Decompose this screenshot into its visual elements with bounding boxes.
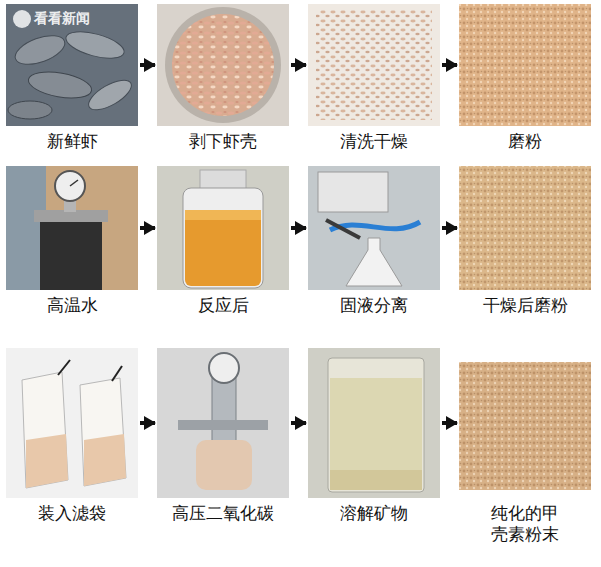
photo-detail [11,30,68,70]
process-step: 装入滤袋 [6,348,138,526]
photo-detail [172,14,274,116]
photo-detail [326,220,360,238]
photo-detail [459,166,591,290]
step-caption: 高温水 [6,295,138,316]
photo-detail [346,238,402,286]
powder-photo [459,4,591,126]
flow-arrow [291,226,306,230]
process-step: 清洗干燥 [308,4,440,154]
pressure-vessel-photo [157,348,289,498]
watermark: 看看新闻 [34,10,90,27]
process-step: 反应后 [157,166,289,318]
photo-detail [157,4,289,126]
photo-detail [330,378,422,490]
process-step: 纯化的甲壳素粉末 [459,348,591,548]
step-caption: 干燥后磨粉 [459,295,591,316]
photo-detail [328,358,424,492]
photo-detail [308,166,440,290]
flow-arrow [442,63,457,67]
photo-detail [63,27,127,64]
photo-detail [459,362,591,490]
flow-arrow [291,63,306,67]
shell-bowl-photo [157,4,289,126]
powder-photo [459,362,591,490]
process-step: 高压二氧化碳 [157,348,289,526]
photo-detail [459,166,591,290]
step-caption: 装入滤袋 [6,503,138,524]
photo-detail [185,210,261,286]
process-step: 剥下虾壳 [157,4,289,154]
photo-detail [6,4,138,126]
photo-detail [330,470,422,490]
process-step: 干燥后磨粉 [459,166,591,318]
photo-detail [196,440,252,490]
step-caption: 高压二氧化碳 [157,503,289,524]
photo-detail [22,372,68,488]
step-caption: 固液分离 [308,295,440,316]
beaker-photo [308,348,440,498]
process-step: 溶解矿物 [308,348,440,526]
step-caption: 纯化的甲壳素粉末 [487,503,563,546]
flow-arrow [291,421,306,425]
photo-detail [8,101,52,119]
process-step: 新鲜虾 [6,4,138,154]
shrimp-photo [6,4,138,126]
reactor-photo [6,166,138,290]
photo-detail [178,420,268,430]
photo-detail [459,362,591,490]
step-caption: 反应后 [157,295,289,316]
flow-arrow [140,421,155,425]
photo-detail [157,348,289,498]
photo-detail [316,10,432,120]
photo-detail [6,348,138,498]
bottle-photo [157,166,289,290]
photo-detail [84,434,126,486]
step-caption: 磨粉 [459,131,591,152]
photo-detail [200,170,246,190]
photo-detail [165,7,281,123]
flow-arrow [140,226,155,230]
photo-detail [26,68,93,103]
process-step: 磨粉 [459,4,591,154]
step-caption: 清洗干燥 [308,131,440,152]
flow-arrow [140,63,155,67]
powder-photo [459,166,591,290]
filter-bag-photo [6,348,138,498]
photo-detail [55,171,85,201]
photo-detail [172,14,274,116]
photo-detail [209,353,239,383]
photo-detail [112,366,122,381]
photo-detail [70,180,78,186]
photo-detail [459,4,591,126]
photo-detail [183,188,263,288]
photo-detail [318,172,388,212]
step-caption: 溶解矿物 [308,503,440,524]
photo-detail [84,74,136,115]
photo-detail [13,10,31,28]
photo-detail [185,210,261,220]
photo-detail [157,166,289,290]
photo-detail [459,4,591,126]
photo-detail [58,360,70,375]
photo-detail [40,222,102,290]
step-caption: 新鲜虾 [6,131,138,152]
process-step: 固液分离 [308,166,440,318]
filtration-photo [308,166,440,290]
photo-detail [308,4,440,126]
step-caption: 剥下虾壳 [157,131,289,152]
flow-arrow [442,226,457,230]
photo-detail [308,348,440,498]
photo-detail [26,434,68,488]
dried-shell-photo [308,4,440,126]
flow-arrow [442,421,457,425]
process-step: 高温水 [6,166,138,318]
photo-detail [80,378,126,486]
photo-detail [6,166,138,290]
